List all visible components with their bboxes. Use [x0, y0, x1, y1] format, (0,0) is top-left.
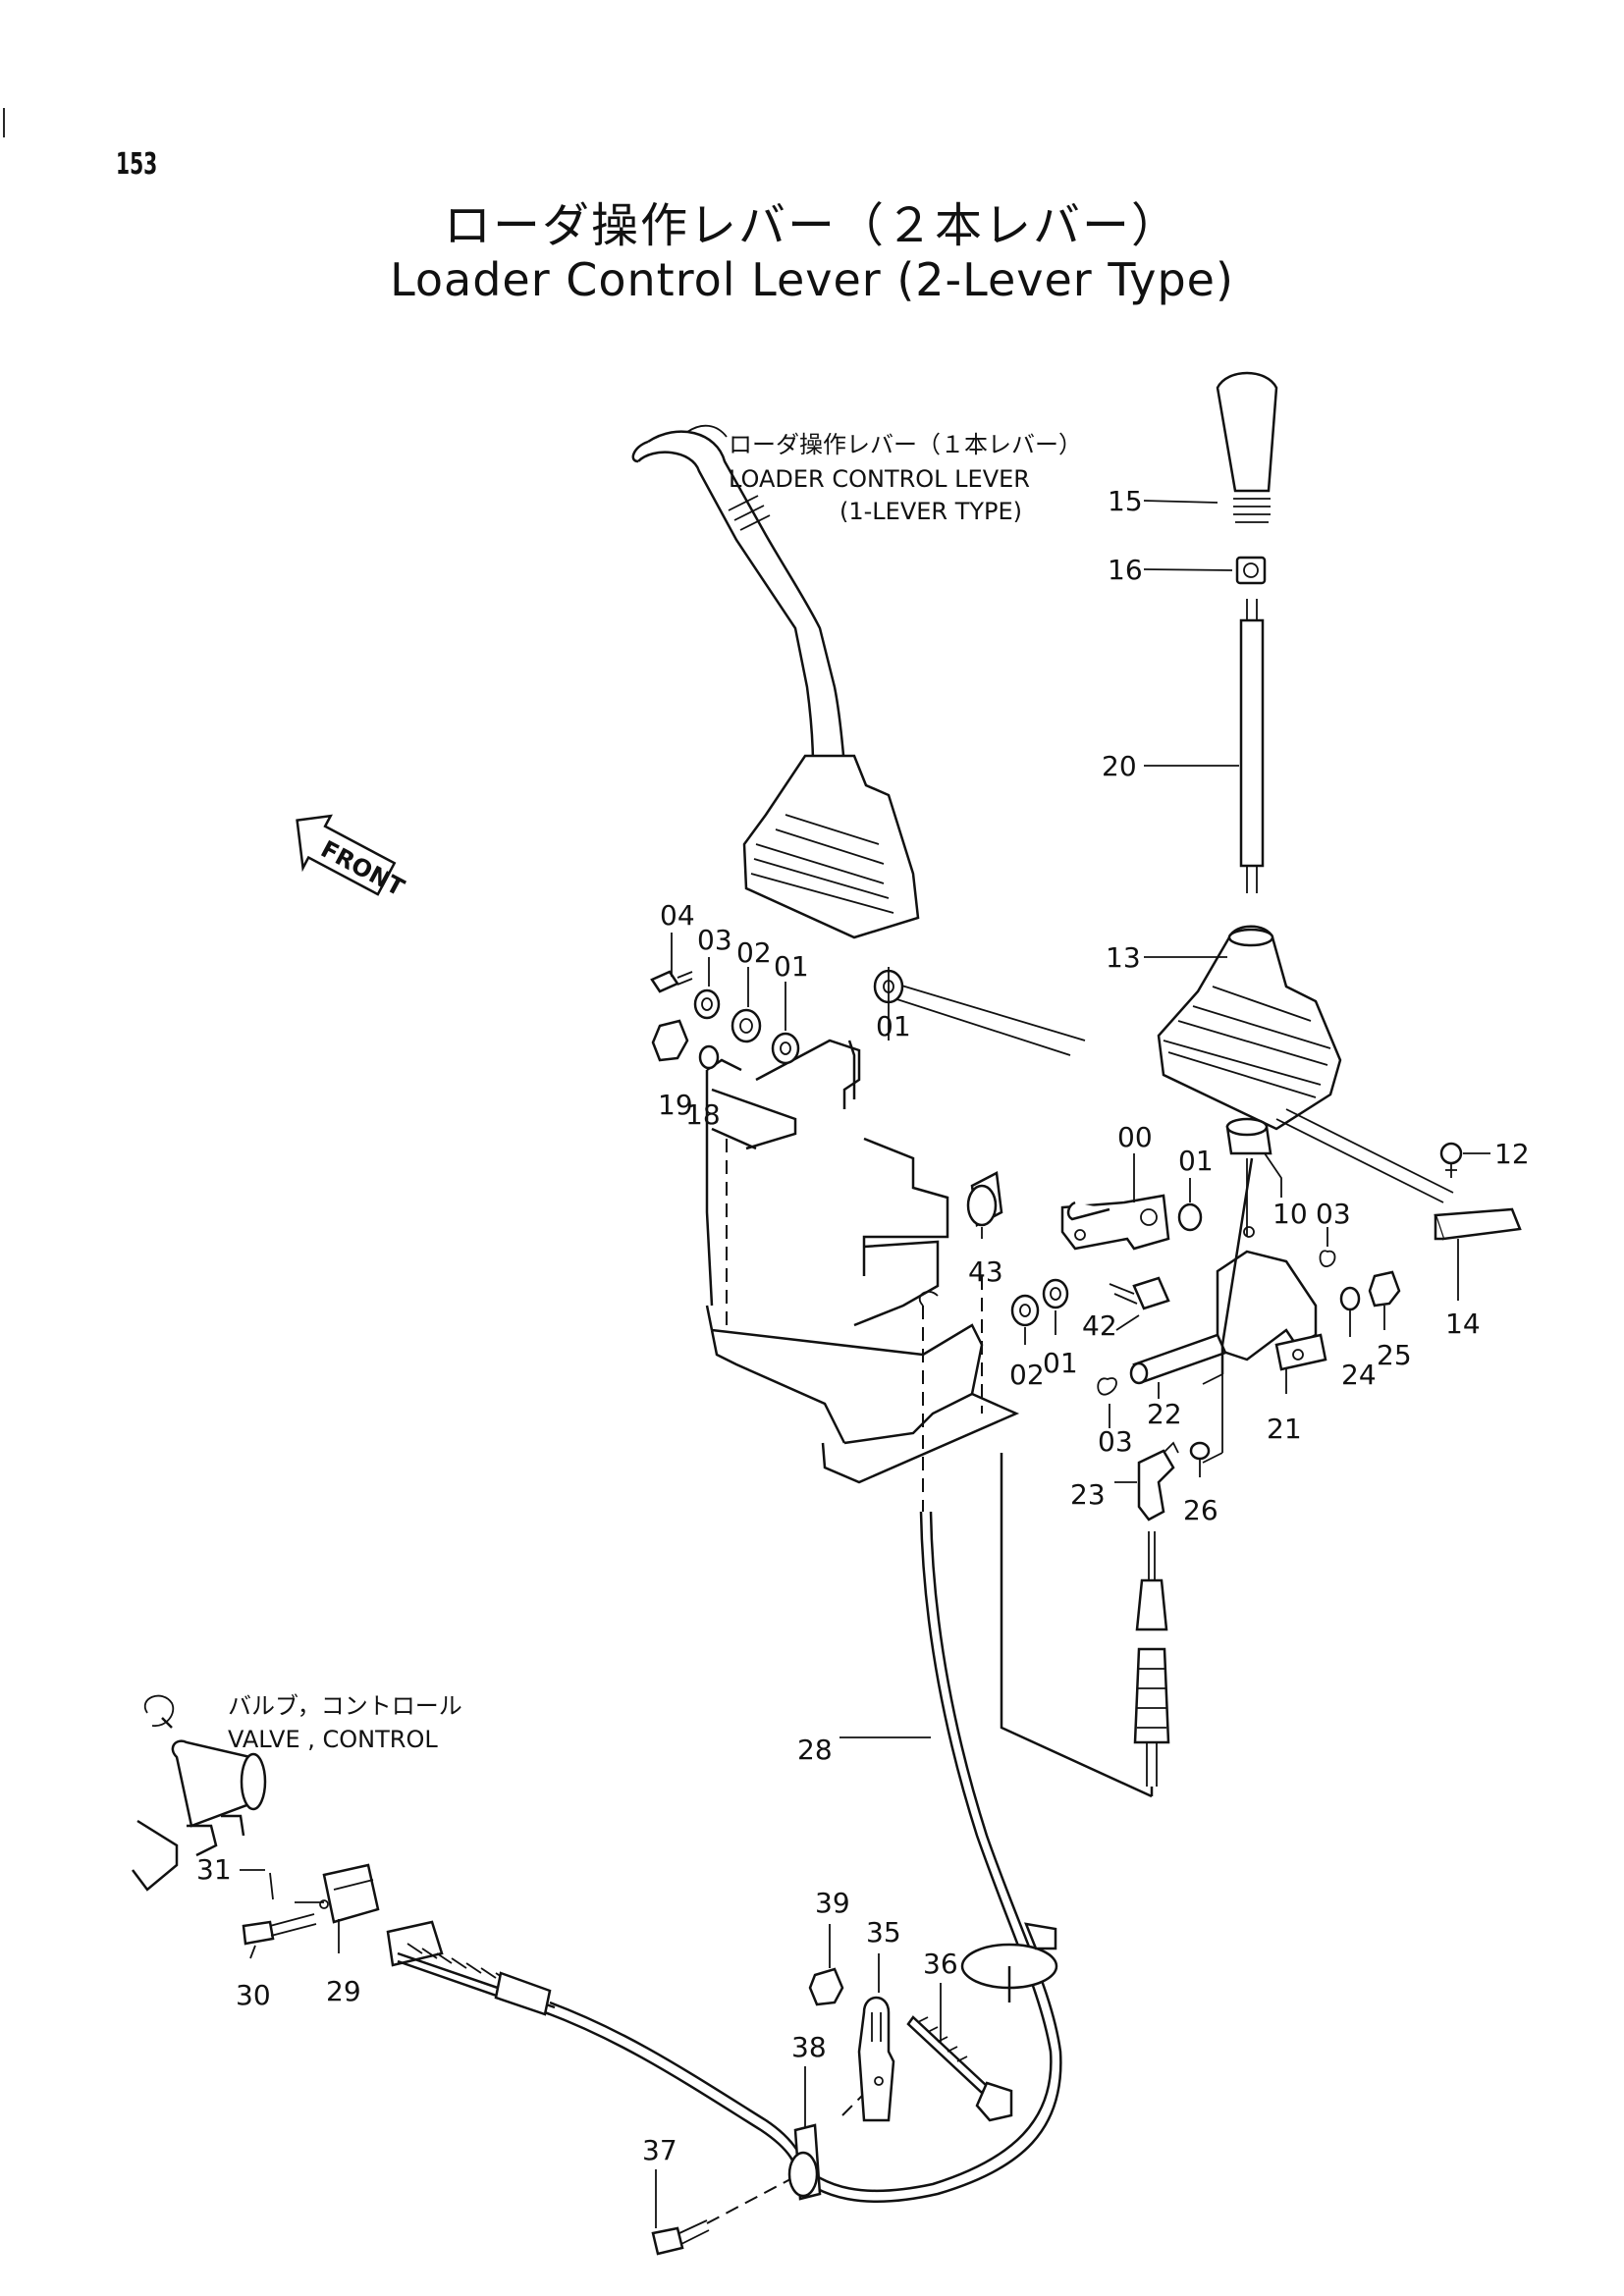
pivot-shaft-lines [878, 981, 1086, 1056]
callout-25: 25 [1377, 1339, 1412, 1371]
callout-30: 30 [236, 1979, 271, 2011]
callout-36: 36 [923, 1948, 958, 1980]
callout-29: 29 [326, 1975, 361, 2007]
clevis-29 [242, 1863, 380, 1946]
callout-38: 38 [791, 2031, 827, 2063]
lever-block-00 [966, 1171, 1203, 1327]
bracket-35 [808, 1967, 1013, 2122]
leader-lines [240, 500, 1490, 2228]
console-frame [705, 1039, 1020, 1512]
callout-20: 20 [1102, 750, 1137, 782]
one-lever-note: ローダ操作レバー（１本レバー） LOADER CONTROL LEVER (1-… [686, 424, 1082, 525]
callout-26: 26 [1183, 1494, 1218, 1526]
callout-22: 22 [1147, 1398, 1182, 1430]
callout-15: 15 [1108, 485, 1143, 517]
callout-21: 21 [1267, 1413, 1302, 1445]
one-lever-note-en-1: LOADER CONTROL LEVER [729, 465, 1030, 493]
front-arrow: FRONT [296, 814, 409, 902]
callout-16: 16 [1108, 554, 1143, 586]
valve-note-en: VALVE , CONTROL [228, 1726, 438, 1753]
callout-01-b: 01 [774, 950, 809, 983]
callout-00: 00 [1117, 1121, 1153, 1153]
callout-28: 28 [797, 1734, 833, 1766]
clamp-38 [651, 2095, 863, 2256]
callout-42: 42 [1082, 1309, 1117, 1342]
callout-12: 12 [1494, 1138, 1530, 1170]
guide-line-b [1000, 1453, 1153, 1798]
title-english: Loader Control Lever (2-Lever Type) [390, 253, 1234, 306]
callout-19: 19 [658, 1089, 693, 1121]
callout-13: 13 [1106, 941, 1141, 974]
one-lever-assembly [631, 430, 920, 939]
callout-39: 39 [815, 1887, 850, 1919]
callout-37: 37 [642, 2134, 677, 2166]
plate-14-bolt-12 [1275, 1108, 1522, 1241]
page-number: 153 [116, 147, 158, 182]
elbow-23-cable-end [1133, 1441, 1211, 1796]
callout-02-b: 02 [1009, 1359, 1045, 1391]
valve-note: バルブ，コントロール VALVE , CONTROL [228, 1692, 462, 1753]
small-hardware-left [650, 969, 904, 1070]
callout-numbers: 15 16 20 13 12 14 10 00 01 03 04 03 02 0… [196, 485, 1530, 2166]
callout-01-a: 01 [1178, 1145, 1214, 1177]
callout-23: 23 [1070, 1478, 1106, 1511]
callout-02-a: 02 [736, 936, 772, 969]
callout-03-c: 03 [1098, 1425, 1133, 1458]
control-valve [132, 1694, 267, 1892]
callout-10: 10 [1272, 1198, 1308, 1230]
guide-line-a [1220, 1157, 1254, 1374]
cable-28 [789, 1511, 1062, 2204]
one-lever-note-jp: ローダ操作レバー（１本レバー） [729, 431, 1082, 458]
valve-note-jp: バルブ，コントロール [228, 1692, 462, 1720]
callout-43: 43 [968, 1255, 1003, 1288]
one-lever-note-en-2: (1-LEVER TYPE) [839, 498, 1022, 525]
callout-03-a: 03 [1316, 1198, 1351, 1230]
callout-14: 14 [1445, 1308, 1481, 1340]
bracket-21 [1097, 1158, 1401, 1464]
callout-01-c: 01 [876, 1010, 911, 1042]
callout-35: 35 [866, 1916, 901, 1949]
callout-24: 24 [1341, 1359, 1377, 1391]
two-lever-assembly [1157, 371, 1342, 1155]
callout-18: 18 [685, 1098, 721, 1131]
lower-cable [386, 1920, 809, 2185]
callout-01-d: 01 [1043, 1347, 1078, 1379]
title-japanese: ローダ操作レバー（２本レバー） [443, 198, 1180, 253]
callout-03-b: 03 [697, 924, 732, 956]
callout-31: 31 [196, 1853, 232, 1886]
callout-04: 04 [660, 899, 695, 932]
